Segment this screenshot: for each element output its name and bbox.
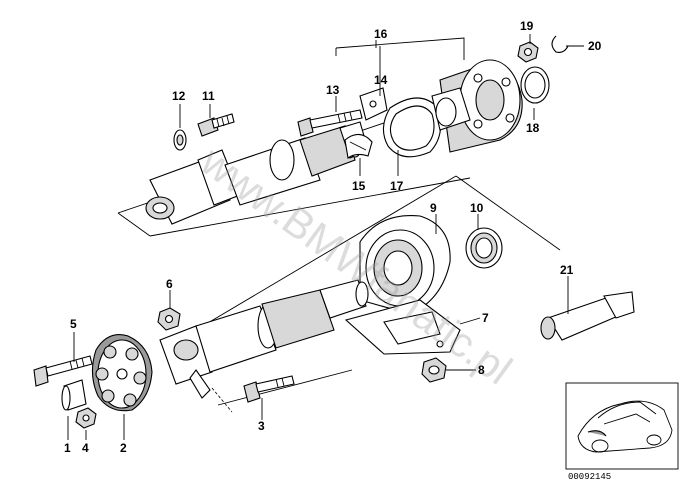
diagram-code: 00092145 xyxy=(568,472,611,482)
sleeve-1 xyxy=(61,379,87,411)
part-label-19[interactable]: 19 xyxy=(520,19,534,33)
part-label-18[interactable]: 18 xyxy=(526,121,540,135)
seal-ring-10 xyxy=(465,227,503,269)
part-label-8[interactable]: 8 xyxy=(478,363,485,377)
clamp-15 xyxy=(344,133,373,159)
bracket-14 xyxy=(359,87,388,121)
part-label-11[interactable]: 11 xyxy=(202,89,215,103)
mounting-bracket-7 xyxy=(344,299,461,355)
grease-tube-21 xyxy=(540,291,635,341)
bolt-13 xyxy=(297,109,363,137)
part-number-labels: 16 19 20 13 14 12 11 18 15 17 9 10 21 6 … xyxy=(64,19,602,455)
label-bracket-16 xyxy=(335,37,465,60)
nut-4 xyxy=(75,407,97,429)
part-label-13[interactable]: 13 xyxy=(326,83,340,97)
part-label-7[interactable]: 7 xyxy=(482,311,489,325)
part-label-10[interactable]: 10 xyxy=(470,201,484,215)
bolt-5 xyxy=(33,355,93,387)
bolt-11 xyxy=(197,113,235,137)
part-label-17[interactable]: 17 xyxy=(390,179,404,193)
part-label-14[interactable]: 14 xyxy=(374,73,388,87)
part-label-20[interactable]: 20 xyxy=(588,39,602,53)
part-label-15[interactable]: 15 xyxy=(352,179,366,193)
flexible-coupling-16 xyxy=(431,59,523,153)
bolt-3 xyxy=(243,375,295,403)
lower-assembly-outline xyxy=(195,175,561,406)
washer-12 xyxy=(173,129,187,151)
part-label-6[interactable]: 6 xyxy=(166,277,173,291)
nut-19 xyxy=(517,41,539,63)
flex-disc-2 xyxy=(91,334,153,412)
part-label-12[interactable]: 12 xyxy=(172,89,186,103)
gasket-17 xyxy=(382,97,442,158)
part-label-5[interactable]: 5 xyxy=(70,317,77,331)
nut-8 xyxy=(421,357,447,383)
vehicle-thumbnail: 00092145 xyxy=(565,382,679,482)
nut-6 xyxy=(157,307,181,331)
part-label-2[interactable]: 2 xyxy=(120,441,127,455)
part-label-9[interactable]: 9 xyxy=(430,201,437,215)
center-bearing-9 xyxy=(359,214,451,315)
ring-18 xyxy=(520,66,550,104)
circlip-20 xyxy=(551,35,569,53)
leader-lines xyxy=(67,34,584,440)
part-label-16[interactable]: 16 xyxy=(374,27,388,41)
rear-drive-shaft xyxy=(159,279,369,399)
part-label-21[interactable]: 21 xyxy=(560,263,574,277)
part-label-4[interactable]: 4 xyxy=(82,441,89,455)
part-label-3[interactable]: 3 xyxy=(258,419,265,433)
part-label-1[interactable]: 1 xyxy=(64,441,71,455)
